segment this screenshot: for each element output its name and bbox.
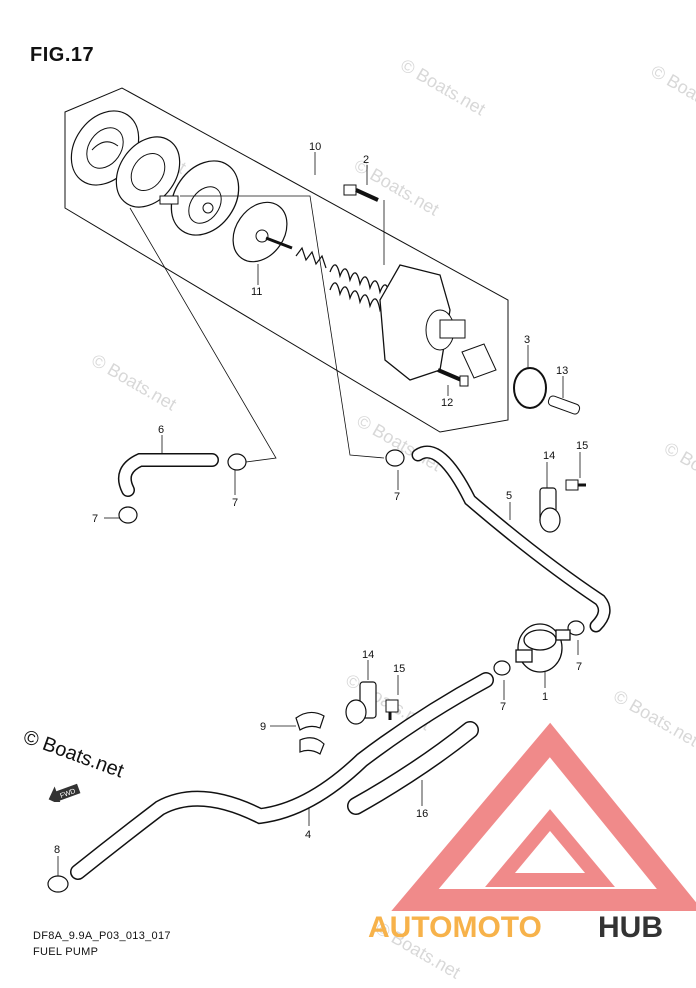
screw-15-lower <box>385 699 399 720</box>
figure-code: DF8A_9.9A_P03_013_017 <box>33 930 171 942</box>
hose-clip <box>47 449 585 893</box>
watermark-text: © Boats.net <box>610 686 696 750</box>
callout-11: 11 <box>251 286 262 298</box>
exploded-view-frame <box>64 87 509 433</box>
hose-clamp-14 <box>539 487 561 533</box>
automotohub-logo: AUTOMOTO HUB <box>368 722 696 944</box>
figure-caption: FUEL PUMP <box>33 946 99 958</box>
hose-clamp-14-lower <box>345 681 377 725</box>
callout-4: 4 <box>305 829 311 841</box>
small-spring <box>295 246 327 269</box>
callout-7: 7 <box>92 513 98 525</box>
screw-15 <box>565 479 586 491</box>
pump-body <box>379 264 497 381</box>
pump-cover <box>159 160 240 236</box>
callout-7: 7 <box>232 497 238 509</box>
callout-1: 1 <box>542 691 548 703</box>
callout-12: 12 <box>441 397 453 409</box>
bolt-2 <box>343 184 379 202</box>
watermark-text: © Boats.net <box>661 438 696 502</box>
screw-12 <box>437 368 469 387</box>
callout-8: 8 <box>54 844 60 856</box>
callout-7: 7 <box>576 661 582 673</box>
leader-lines <box>57 152 581 876</box>
callout-14: 14 <box>543 450 555 462</box>
watermark-text: © Boats.net <box>88 350 180 414</box>
callout-7: 7 <box>394 491 400 503</box>
diaphragm-assembly <box>232 201 293 263</box>
callout-13: 13 <box>556 365 568 377</box>
fwd-arrow-icon: FWD <box>48 783 81 802</box>
callout-5: 5 <box>506 490 512 502</box>
part-callouts: 10 2 11 3 13 12 6 15 14 7 7 5 7 14 7 15 … <box>54 141 588 856</box>
callout-15: 15 <box>393 663 405 675</box>
callout-9: 9 <box>260 721 266 733</box>
watermark-text: © Boats.net <box>397 55 489 119</box>
callout-7: 7 <box>500 701 506 713</box>
logo-word-primary: AUTOMOTO <box>368 911 542 944</box>
callout-15: 15 <box>576 440 588 452</box>
callout-16: 16 <box>416 808 428 820</box>
figure-title: FIG.17 <box>30 44 95 66</box>
large-spring <box>329 264 391 315</box>
callout-14: 14 <box>362 649 374 661</box>
logo-word-secondary: HUB <box>598 911 663 944</box>
hose-clip-9 <box>295 711 325 755</box>
pump-diaphragm <box>115 136 181 208</box>
callout-2: 2 <box>363 154 369 166</box>
callout-3: 3 <box>524 334 530 346</box>
pin-13 <box>547 395 581 415</box>
watermark-text: © Boats.net <box>648 61 696 125</box>
o-ring-3 <box>513 367 547 409</box>
callout-10: 10 <box>309 141 321 153</box>
callout-6: 6 <box>158 424 164 436</box>
fuel-filter <box>515 623 571 673</box>
